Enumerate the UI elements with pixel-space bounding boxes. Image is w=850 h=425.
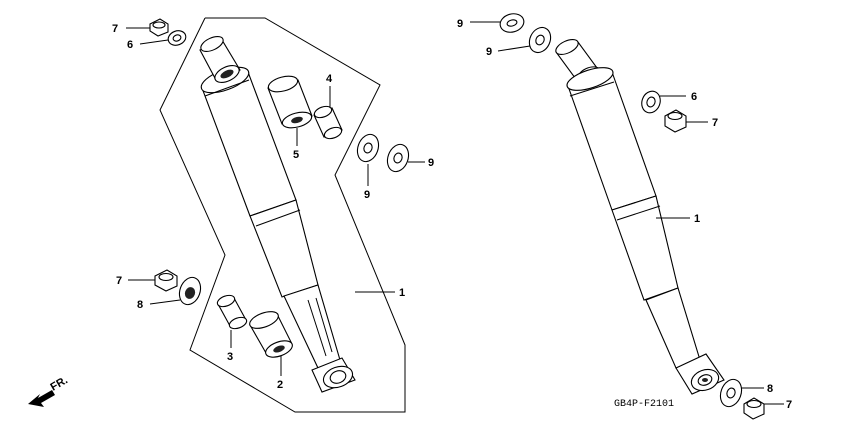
callout-6-right: 6 [691,91,697,103]
callout-7-bottom-left: 7 [116,275,122,287]
callout-3-left: 3 [227,351,233,363]
washer-8-left [178,276,202,306]
flange-nut-bottom-left [154,269,178,292]
callout-8-right: 8 [767,383,773,395]
callout-1-right: 1 [694,213,700,225]
direction-label: FR. [49,374,70,393]
bushing-2-left [249,311,293,358]
washer-9a-left [356,133,380,163]
flange-nut-bottom-right [743,397,765,420]
callout-9-top-right: 9 [457,18,463,30]
washer-9-top-right [499,13,525,33]
front-direction-arrow-icon [28,390,55,407]
washer-9b-left [386,143,410,173]
callout-9-second-right: 9 [486,46,492,58]
collar-3-left [216,294,248,330]
flange-nut-mid-right [664,109,687,133]
washer-8-right [719,378,743,408]
rear-shock-absorber-right [555,39,725,395]
callout-1-left: 1 [399,287,405,299]
assembly-boundary [159,17,406,413]
callout-9b-left: 9 [428,157,434,169]
callout-7-top-left: 7 [112,23,118,35]
callout-5-left: 5 [293,149,299,161]
washer-6-right [641,90,661,114]
callout-6-left: 6 [127,39,133,51]
bushing-5-left [267,75,313,129]
callout-4-left: 4 [326,73,333,85]
drawing-code: GB4P-F2101 [614,399,674,410]
collar-4-left [313,105,343,140]
washer-6-left [167,30,187,46]
callout-2-left: 2 [277,379,283,391]
rear-shock-absorber-left [199,36,356,393]
callout-8-left: 8 [137,299,143,311]
callout-7-bottom-right: 7 [786,399,792,411]
washer-9-second-right [528,26,552,54]
flange-nut-top-left [149,18,169,37]
callout-7-mid-right: 7 [712,117,718,129]
callout-9a-left: 9 [364,189,370,201]
